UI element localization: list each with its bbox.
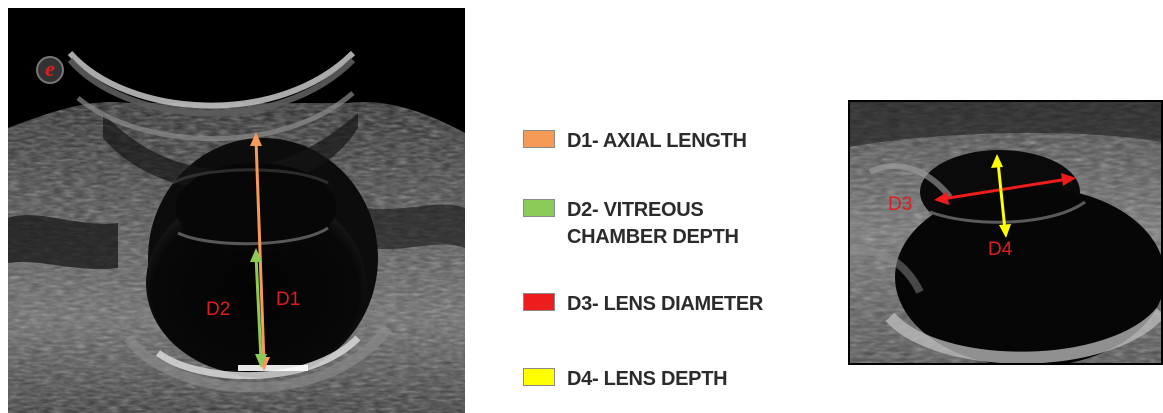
ultrasound-lens-graphic — [850, 102, 1161, 363]
logo-letter: e — [45, 58, 55, 80]
legend-label-d3: D3- LENS DIAMETER — [567, 291, 763, 318]
legend: D1- AXIAL LENGTH D2- VITREOUS CHAMBER DE… — [523, 0, 823, 413]
legend-item-d1: D1- AXIAL LENGTH — [523, 128, 747, 155]
legend-label-d1: D1- AXIAL LENGTH — [567, 128, 747, 155]
legend-label-d4: D4- LENS DEPTH — [567, 366, 727, 393]
legend-swatch-d3 — [523, 293, 555, 311]
legend-item-d4: D4- LENS DEPTH — [523, 366, 727, 393]
d4-label: D4 — [988, 240, 1012, 259]
d2-label: D2 — [206, 300, 230, 319]
ultrasound-scan-graphic — [8, 8, 465, 413]
legend-swatch-d1 — [523, 130, 555, 148]
d3-label: D3 — [888, 195, 912, 214]
e-logo-icon: e — [36, 56, 64, 84]
d1-label: D1 — [276, 290, 300, 309]
legend-item-d2: D2- VITREOUS CHAMBER DEPTH — [523, 197, 739, 251]
legend-swatch-d4 — [523, 368, 555, 386]
ultrasound-axial-image: e D2 D1 — [8, 8, 465, 413]
legend-item-d3: D3- LENS DIAMETER — [523, 291, 763, 318]
ultrasound-lens-image: D3 D4 — [848, 100, 1163, 365]
legend-swatch-d2 — [523, 199, 555, 217]
legend-label-d2: D2- VITREOUS CHAMBER DEPTH — [567, 197, 739, 251]
